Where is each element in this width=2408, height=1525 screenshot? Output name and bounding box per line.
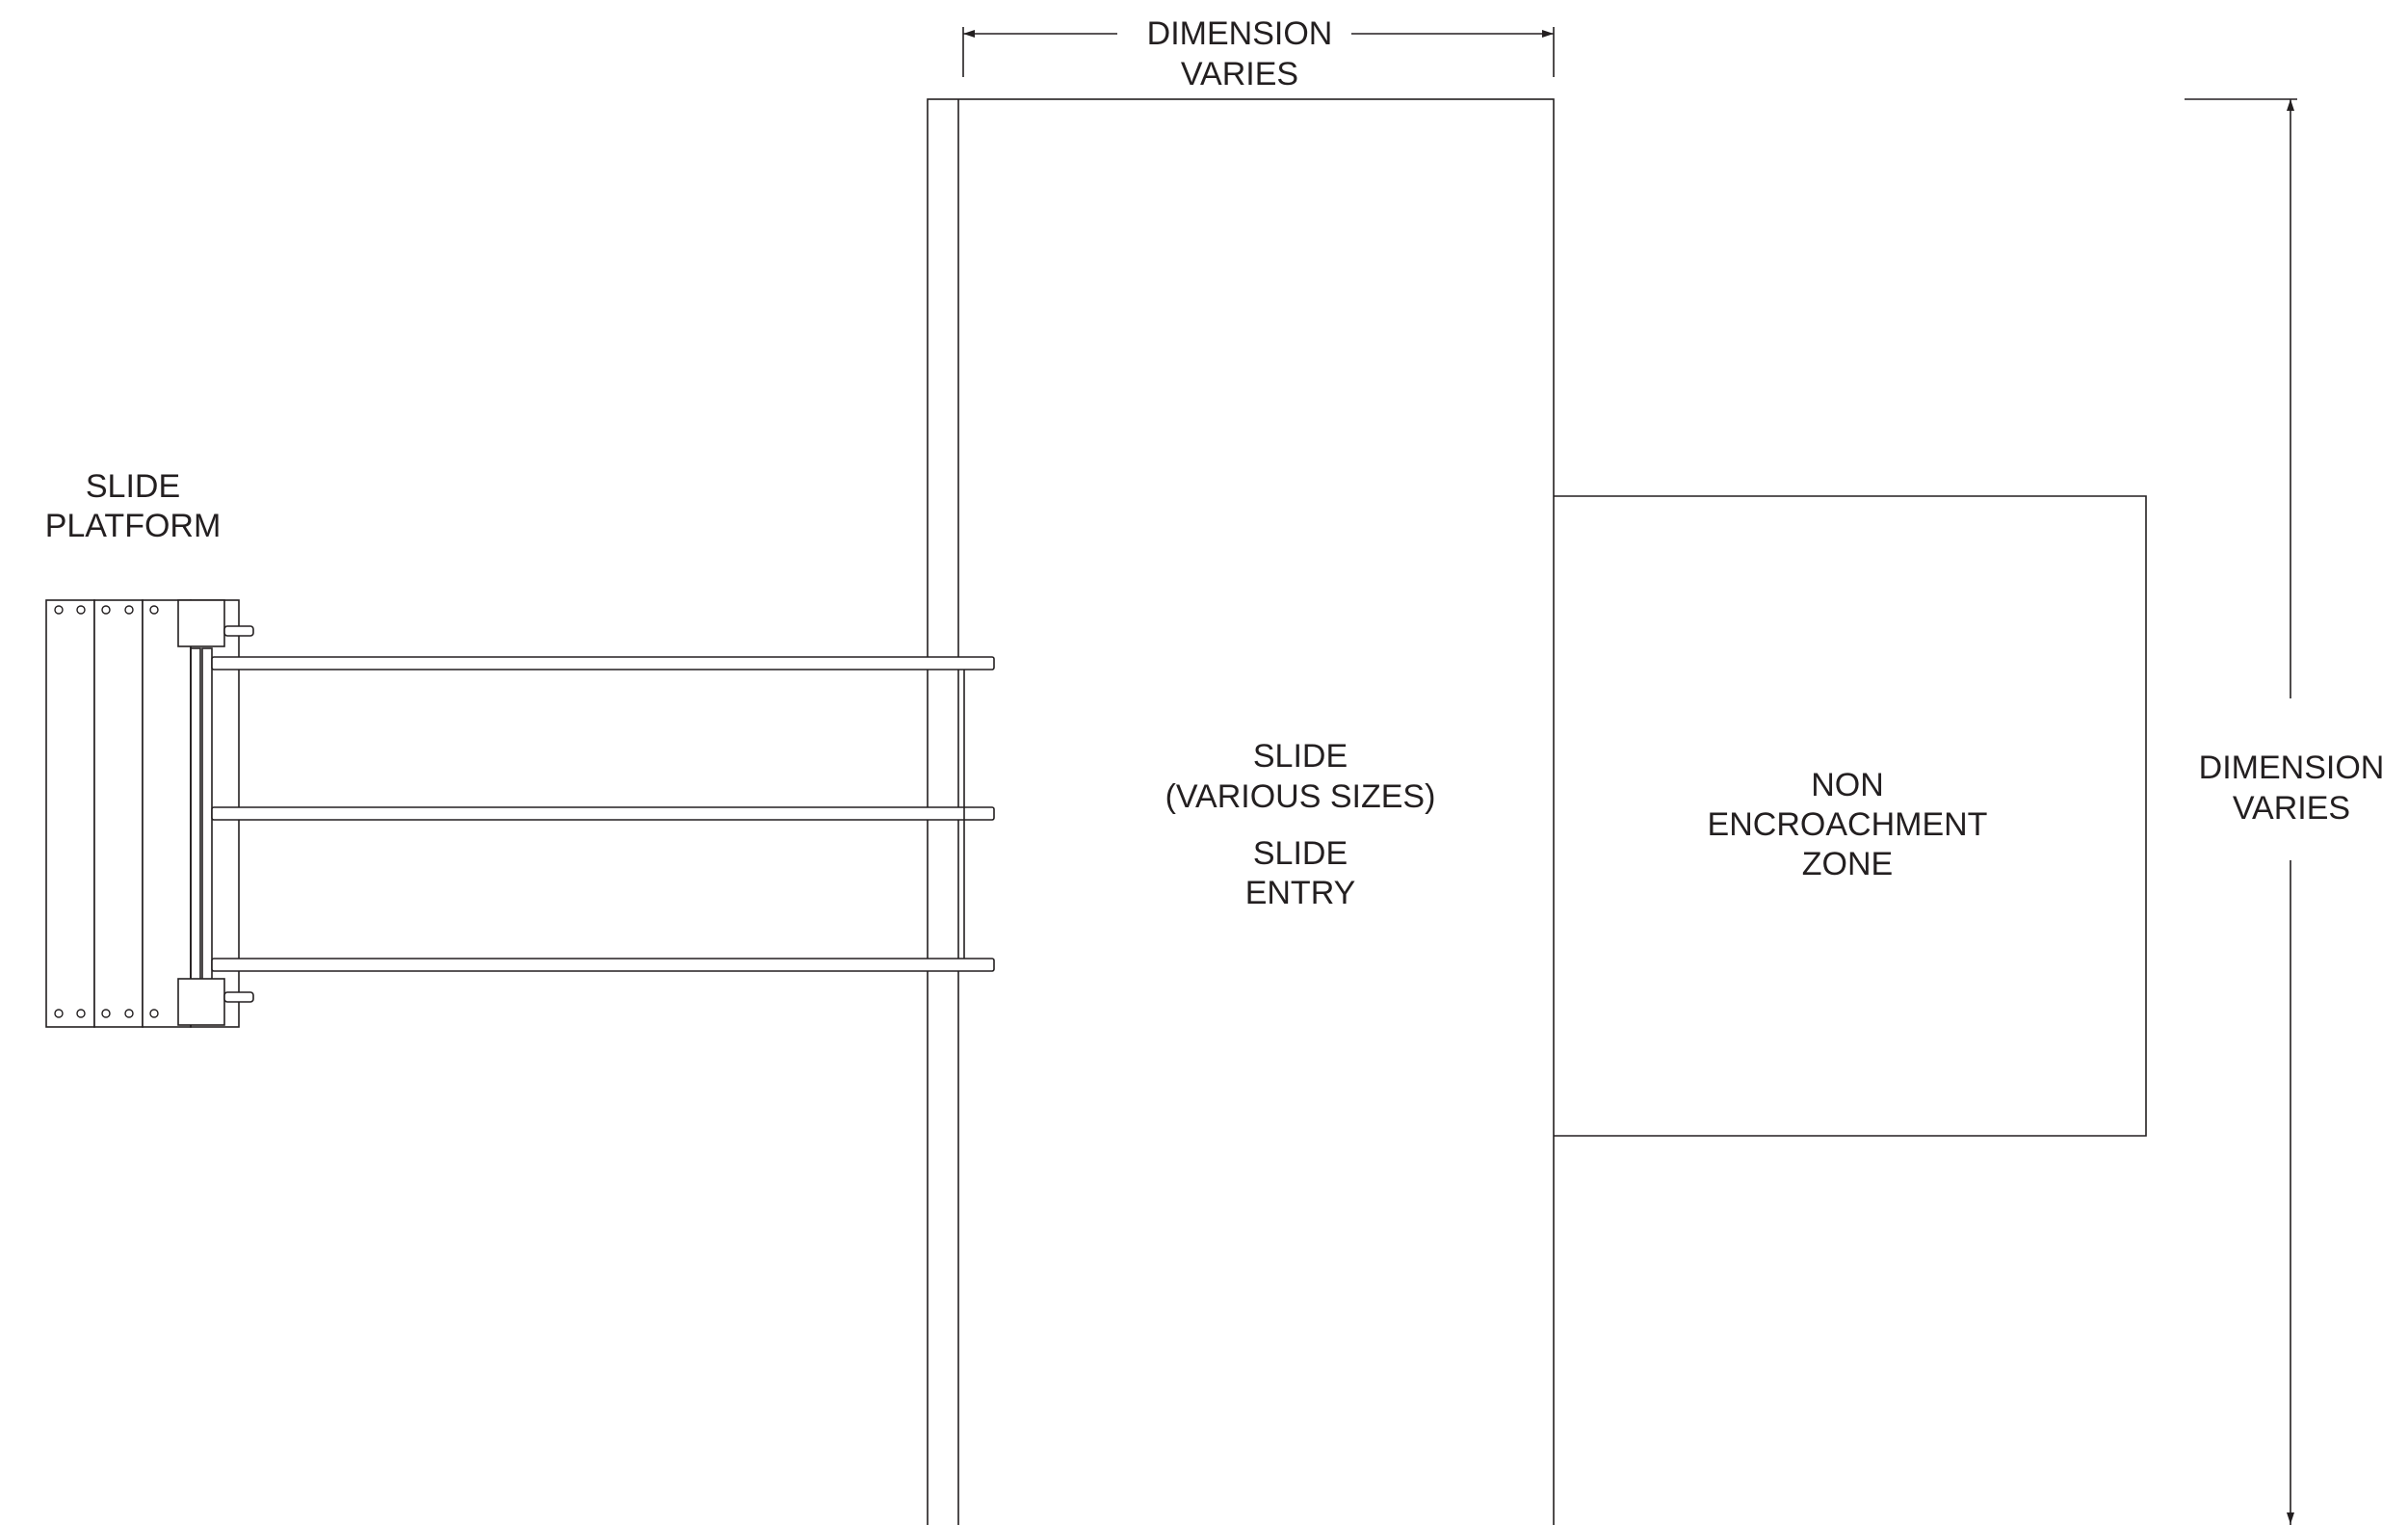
bolt-hole <box>76 1009 86 1018</box>
platform-board-2 <box>93 599 144 1028</box>
top-dimension-label-line-2: VARIES <box>1181 56 1298 92</box>
slide-rail-bottom <box>211 958 995 972</box>
non-encroachment-zone-outline <box>1554 495 2147 1137</box>
slide-entry-label-line-1: SLIDE <box>1253 835 1348 872</box>
slide-platform-label-line-1: SLIDE <box>86 468 180 505</box>
bolt-hole <box>101 1009 111 1018</box>
non-encroachment-label-line-3: ZONE <box>1802 846 1893 882</box>
non-encroachment-label-line-2: ENCROACHMENT <box>1708 806 1988 843</box>
top-dimension-label-line-1: DIMENSION <box>1147 15 1333 52</box>
slide-entry-label-line-2: ENTRY <box>1245 875 1356 911</box>
slide-label-line-2: (VARIOUS SIZES) <box>1165 778 1436 815</box>
right-dimension-label-line-1: DIMENSION <box>2199 749 2385 786</box>
bolt-hole <box>149 1009 159 1018</box>
right-dimension-top-arrow <box>2287 99 2294 111</box>
non-encroachment-label-line-1: NON <box>1811 767 1884 803</box>
bolt-hole <box>124 1009 134 1018</box>
platform-clamp-bottom <box>223 991 254 1003</box>
slide-rail-top <box>211 656 995 670</box>
slide-platform: SLIDE PLATFORM <box>45 468 254 1028</box>
bolt-hole <box>54 605 64 615</box>
bolt-hole <box>54 1009 64 1018</box>
platform-support-bar-outer <box>190 647 201 982</box>
slide-platform-label-line-2: PLATFORM <box>45 508 222 544</box>
slide-rails <box>211 656 995 972</box>
slide-rail-middle <box>211 806 995 821</box>
top-dimension-left-arrow <box>963 30 975 38</box>
right-dimension-bottom-arrow <box>2287 1512 2294 1524</box>
platform-clamp-top <box>223 625 254 637</box>
platform-bolt-holes <box>54 605 159 1018</box>
bolt-hole <box>76 605 86 615</box>
bolt-hole <box>149 605 159 615</box>
platform-support-bar-inner <box>201 647 213 982</box>
platform-post-bottom <box>177 978 225 1026</box>
bolt-hole <box>124 605 134 615</box>
right-dimension-label-line-2: VARIES <box>2233 790 2350 827</box>
platform-board-1 <box>45 599 95 1028</box>
slide-label-line-1: SLIDE <box>1253 738 1348 775</box>
platform-board-3 <box>142 599 192 1028</box>
platform-post-top <box>177 599 225 647</box>
right-dimension: DIMENSION VARIES <box>2185 98 2385 1525</box>
slide-area: SLIDE (VARIOUS SIZES) SLIDE ENTRY <box>927 98 1555 1525</box>
top-dimension: DIMENSION VARIES <box>962 15 1555 92</box>
top-dimension-right-arrow <box>1542 30 1554 38</box>
non-encroachment-zone: NON ENCROACHMENT ZONE <box>1554 495 2147 1137</box>
bolt-hole <box>101 605 111 615</box>
